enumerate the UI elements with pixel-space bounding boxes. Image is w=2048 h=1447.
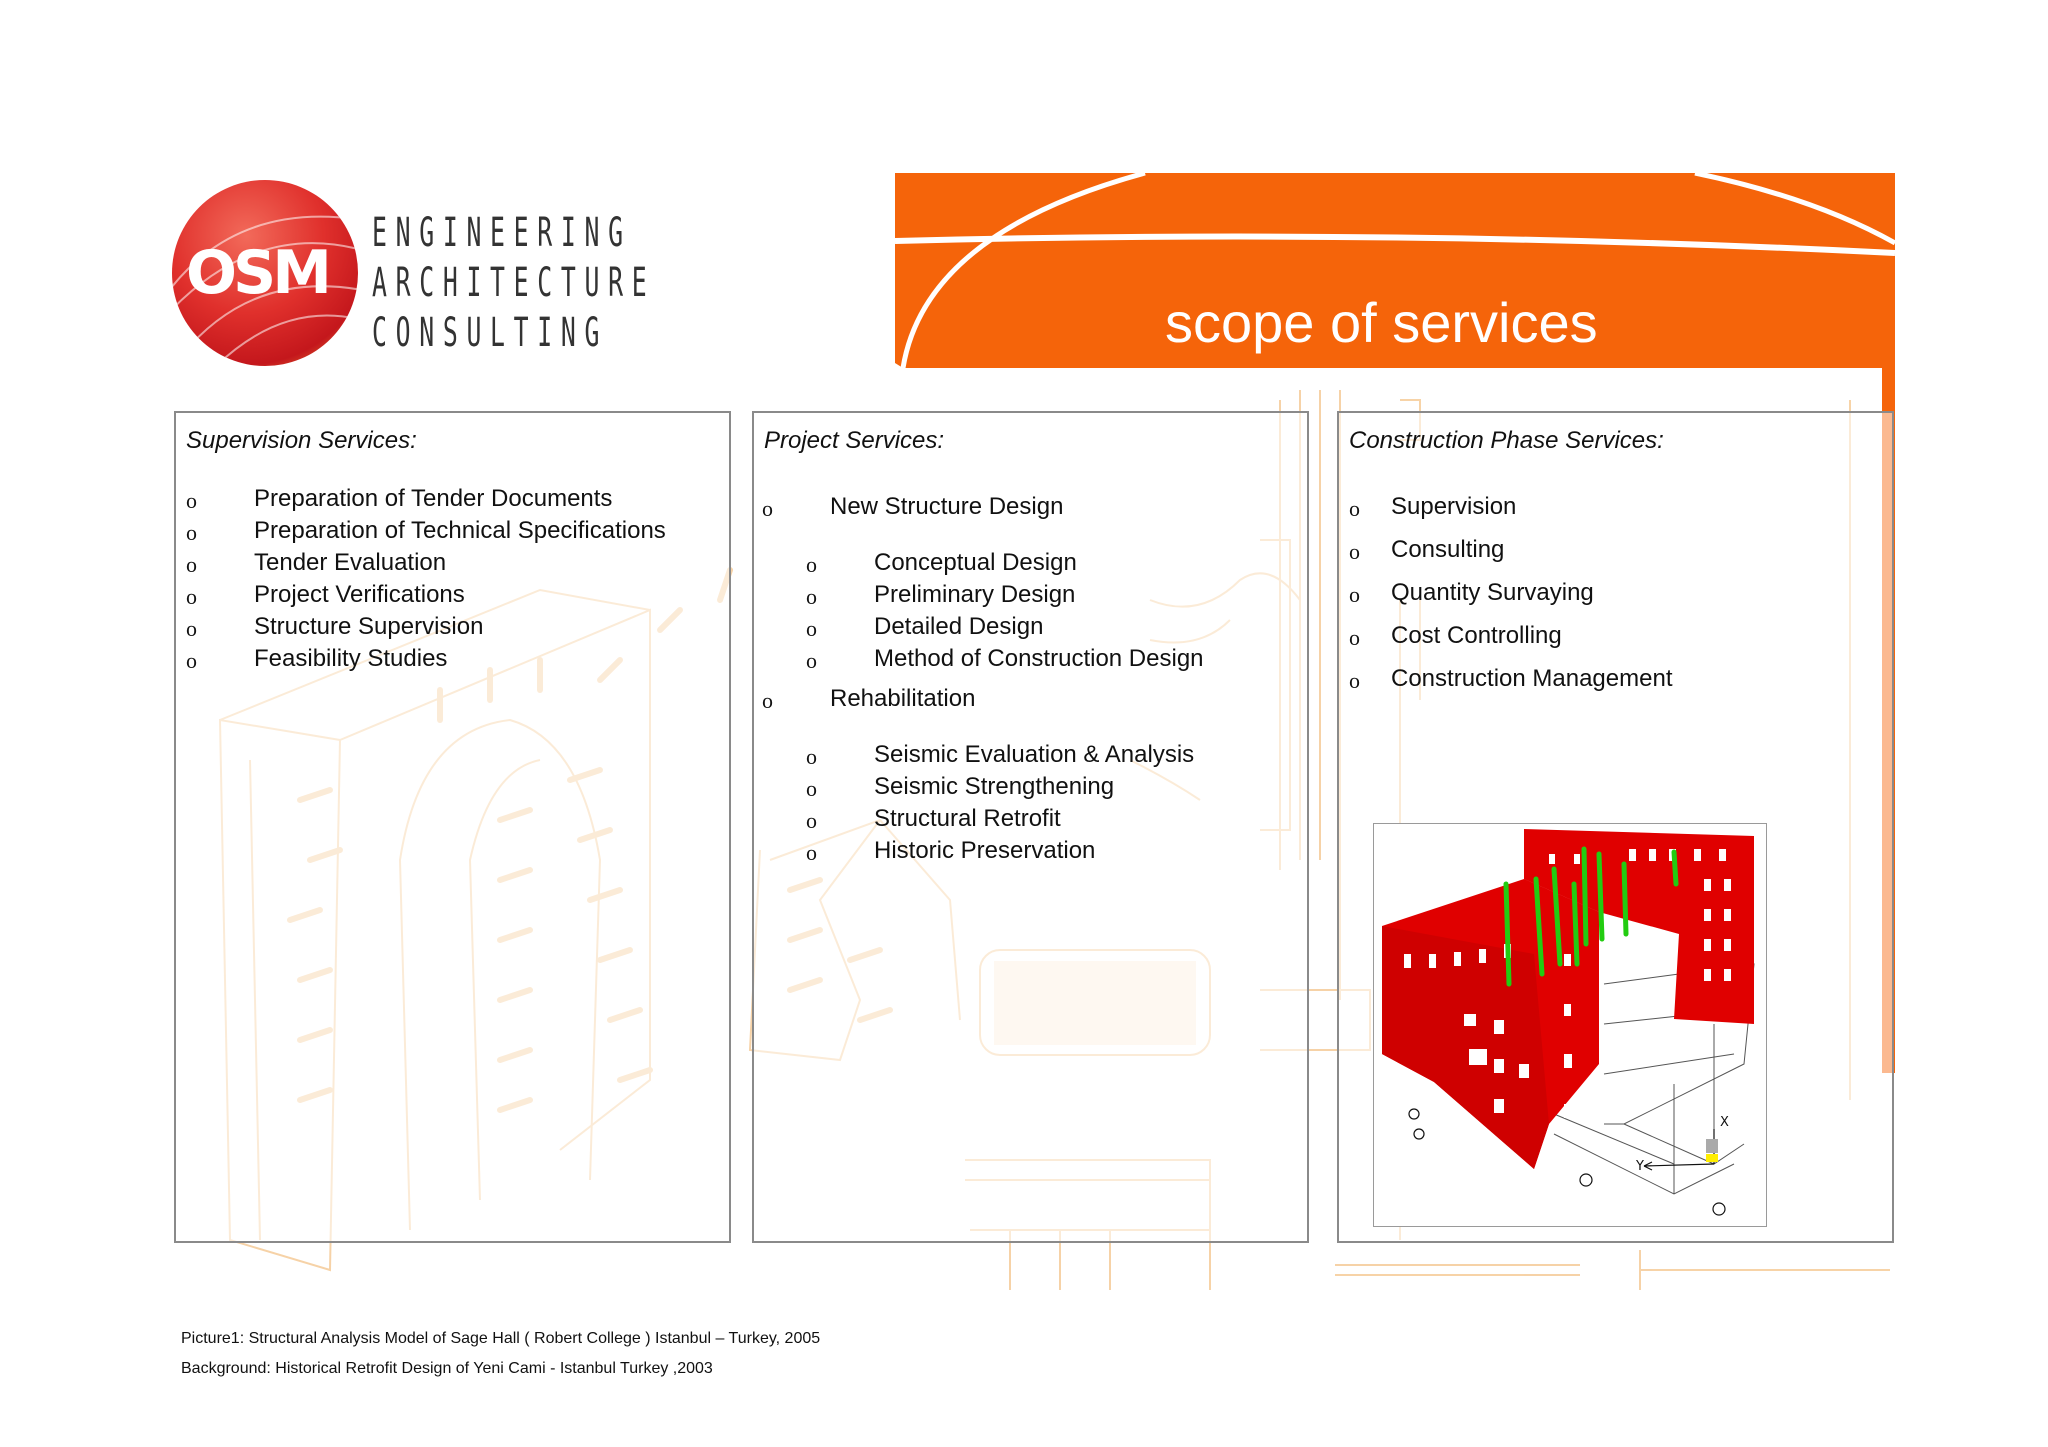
list-item: Seismic Strengthening [874, 773, 1115, 800]
logo-line-engineering: ENGINEERING [372, 210, 632, 256]
picture-caption: Picture1: Structural Analysis Model of S… [181, 1330, 821, 1347]
list-item: Seismic Evaluation & Analysis [874, 741, 1195, 768]
bullet-icon: o [186, 552, 197, 577]
bullet-icon: o [806, 616, 817, 641]
panel-title: Construction Phase Services: [1349, 427, 1664, 454]
list-item: Rehabilitation [830, 685, 976, 712]
list-item: Historic Preservation [874, 837, 1096, 864]
bullet-icon: o [1349, 539, 1360, 564]
bullet-icon: o [806, 648, 817, 673]
bullet-icon: o [1349, 625, 1360, 650]
bullet-icon: o [186, 520, 197, 545]
background-caption: Background: Historical Retrofit Design o… [181, 1360, 713, 1377]
bullet-icon: o [806, 552, 817, 577]
bullet-icon: o [806, 840, 817, 865]
list-item: Detailed Design [874, 613, 1044, 640]
panel-project-services: Project Services: o New Structure Design… [752, 411, 1309, 1243]
panel-title: Project Services: [764, 427, 945, 454]
list-item: Preparation of Tender Documents [254, 485, 613, 512]
logo-circle: OSM [172, 180, 358, 366]
panel-title: Supervision Services: [186, 427, 417, 454]
bullet-icon: o [806, 776, 817, 801]
panel-supervision-services: Supervision Services: o Preparation of T… [174, 411, 731, 1243]
list-item: Construction Management [1391, 665, 1673, 692]
list-item: Preliminary Design [874, 581, 1076, 608]
logo-mark: OSM [186, 238, 332, 308]
bullet-icon: o [762, 496, 773, 521]
company-logo: OSM ENGINEERING ARCHITECTURE CONSULTING [172, 180, 647, 370]
list-item: Method of Construction Design [874, 645, 1204, 672]
list-item: New Structure Design [830, 493, 1064, 520]
bullet-icon: o [806, 808, 817, 833]
list-item: Structure Supervision [254, 613, 484, 640]
list-item: Cost Controlling [1391, 622, 1562, 649]
bullet-icon: o [186, 488, 197, 513]
bullet-icon: o [1349, 582, 1360, 607]
list-item: Conceptual Design [874, 549, 1077, 576]
list-item: Tender Evaluation [254, 549, 447, 576]
bullet-icon: o [186, 584, 197, 609]
list-item: Structural Retrofit [874, 805, 1061, 832]
building-model-drawing: Y X [1382, 829, 1755, 1216]
header-banner [895, 173, 1895, 368]
list-item: Quantity Survaying [1391, 579, 1594, 606]
logo-wordmark: ENGINEERING ARCHITECTURE CONSULTING [372, 208, 655, 358]
list-item: Preparation of Technical Specifications [254, 517, 666, 544]
page-title: scope of services [1165, 291, 1598, 354]
bullet-icon: o [1349, 496, 1360, 521]
bullet-icon: o [186, 616, 197, 641]
list-item: Feasibility Studies [254, 645, 448, 672]
logo-line-consulting: CONSULTING [372, 310, 609, 356]
axis-y-label: Y [1635, 1159, 1644, 1174]
bullet-icon: o [186, 648, 197, 673]
bullet-icon: o [762, 688, 773, 713]
list-item: Consulting [1391, 536, 1505, 563]
axis-x-label: X [1720, 1115, 1729, 1130]
bullet-icon: o [1349, 668, 1360, 693]
bullet-icon: o [806, 584, 817, 609]
logo-line-architecture: ARCHITECTURE [372, 260, 656, 306]
logo-swirl-icon [172, 215, 358, 366]
structural-model-image: Y X [1373, 823, 1767, 1227]
list-item: Project Verifications [254, 581, 465, 608]
list-item: Supervision [1391, 493, 1517, 520]
bullet-icon: o [806, 744, 817, 769]
